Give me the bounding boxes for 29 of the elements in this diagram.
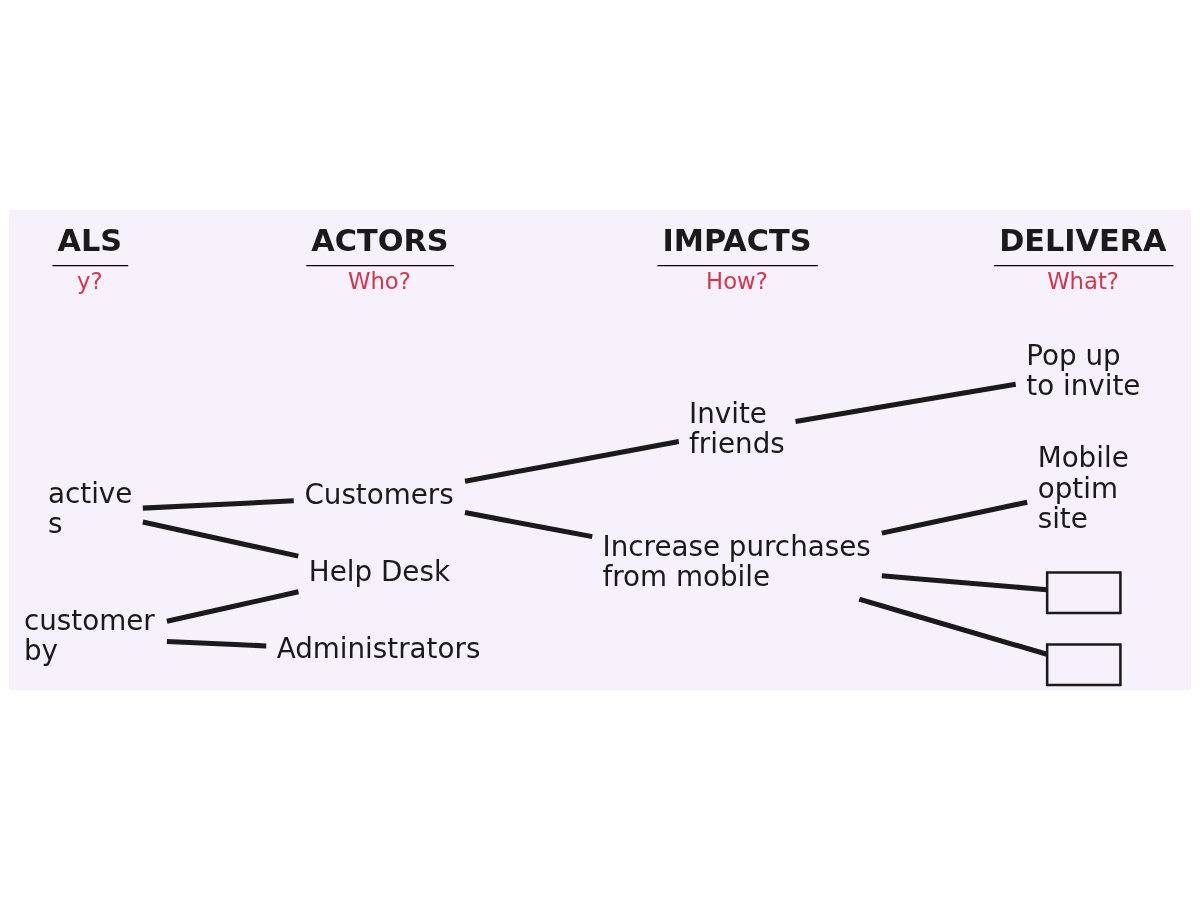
node-box [1045, 571, 1122, 615]
connector [166, 589, 299, 624]
connector [166, 639, 267, 649]
label: IMPACTS [662, 222, 812, 258]
label: What? [1047, 267, 1119, 294]
node-text: active s [48, 476, 133, 540]
node-text: Customers [304, 477, 454, 511]
node-text: Invite friends [689, 396, 785, 461]
node-text: Administrators [276, 631, 481, 665]
connector [858, 596, 1048, 657]
node-box [1045, 643, 1122, 687]
label: DELIVERA [999, 222, 1167, 258]
connector [881, 499, 1028, 536]
connector [142, 498, 294, 511]
label: Who? [348, 267, 411, 294]
label: How? [706, 267, 768, 294]
connector [142, 519, 299, 559]
connector [464, 439, 680, 484]
node-text: Mobile optim site [1037, 441, 1129, 535]
node-text: customer by [24, 604, 155, 668]
label: y? [77, 267, 103, 294]
label: ACTORS [311, 222, 449, 258]
connector [795, 381, 1017, 424]
node-text: Pop up to invite [1026, 338, 1141, 403]
node-text: Increase purchases from mobile [602, 529, 871, 593]
label: ALS [57, 222, 123, 258]
connector [464, 510, 593, 540]
connector [881, 573, 1048, 593]
node-text: Help Desk [308, 554, 450, 588]
